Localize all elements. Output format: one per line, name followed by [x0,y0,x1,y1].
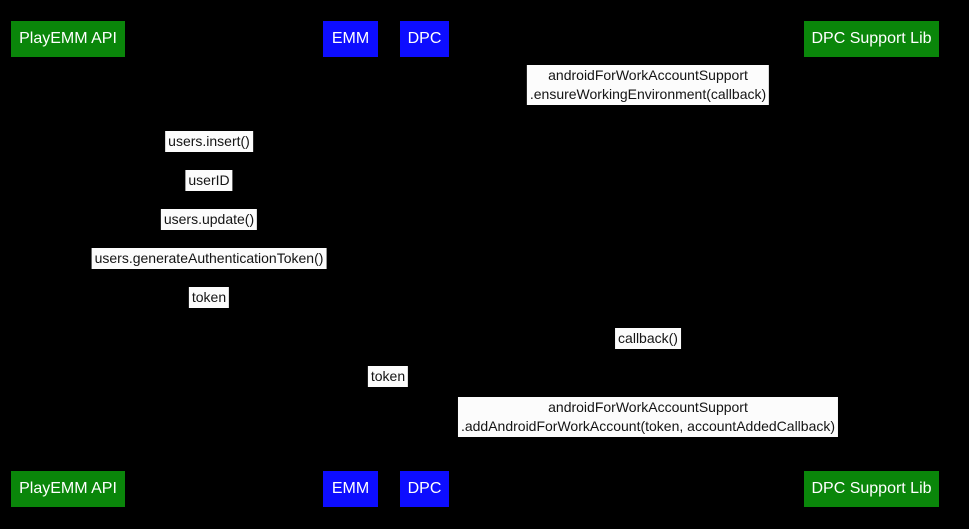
message-label-generate-authentication-token: users.generateAuthenticationToken() [91,248,327,269]
actor-dpc-support-lib-bottom: DPC Support Lib [804,471,939,507]
actor-playemm-api-bottom: PlayEMM API [11,471,125,507]
message-label-token-return: token [188,287,230,308]
message-label-users-update: users.update() [160,209,258,230]
actor-dpc-top: DPC [400,21,449,57]
message-line: androidForWorkAccountSupport [548,399,748,415]
message-label-ensure-working-environment: androidForWorkAccountSupport .ensureWork… [526,65,770,105]
message-label-token-forward: token [367,366,409,387]
message-line: .addAndroidForWorkAccount(token, account… [460,418,836,434]
message-label-callback: callback() [615,328,681,349]
message-label-add-android-for-work-account: androidForWorkAccountSupport .addAndroid… [457,397,839,437]
message-label-users-insert: users.insert() [165,131,253,152]
message-line: .ensureWorkingEnvironment(callback) [529,86,767,102]
actor-emm-top: EMM [323,21,378,57]
actor-dpc-support-lib-top: DPC Support Lib [804,21,939,57]
actor-dpc-bottom: DPC [400,471,449,507]
message-line: androidForWorkAccountSupport [548,67,748,83]
actor-emm-bottom: EMM [323,471,378,507]
actor-playemm-api-top: PlayEMM API [11,21,125,57]
message-label-userid: userID [185,170,233,191]
